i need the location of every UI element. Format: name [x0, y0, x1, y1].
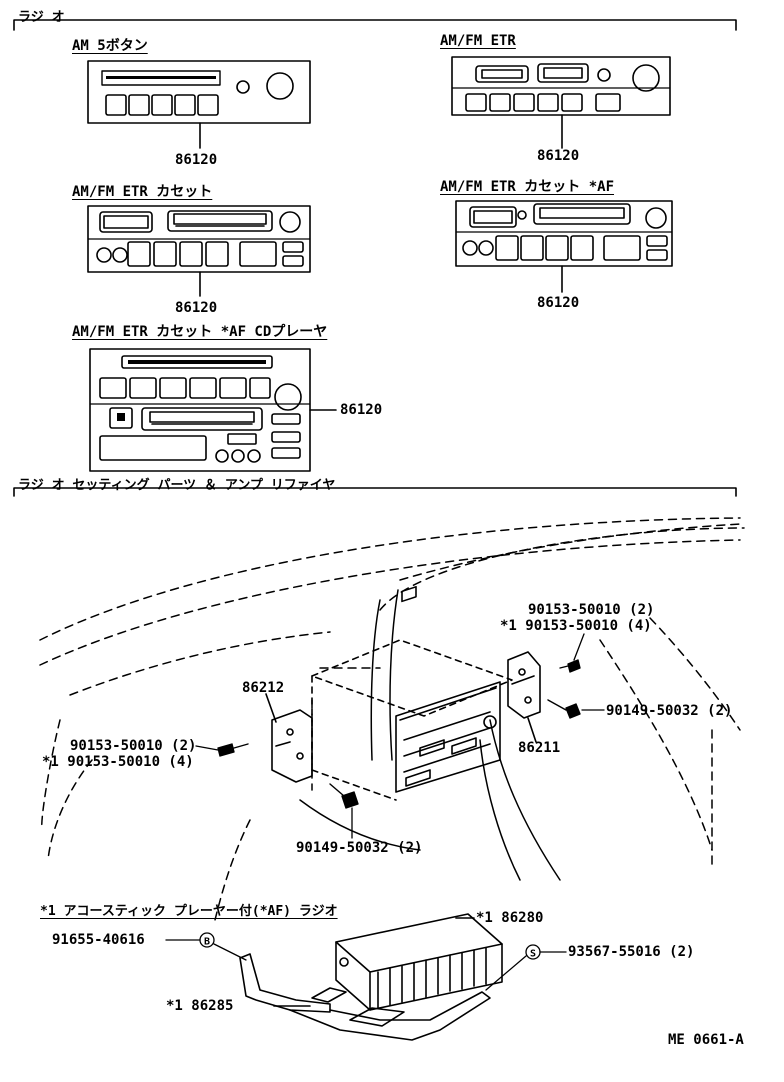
- amp-markers: [165, 932, 567, 991]
- dashboard-outline: [39, 517, 745, 921]
- label-part-s: 93567-55016 (2): [568, 944, 695, 960]
- radio-unit-am-fm-etr: [451, 56, 671, 149]
- unit-title-am-fm-etr-cassette-af: AM/FM ETR カセット *AF: [440, 179, 615, 195]
- radio-unit-am-fm-etr-cassette-af: [455, 200, 673, 293]
- leader-line: [527, 717, 537, 743]
- section-title-setting-parts: ラジ オ セッティング パーツ ＆ アンプ リファイヤ: [18, 478, 336, 493]
- figure-code: ME 0661-A: [668, 1032, 744, 1048]
- label-screw-right-a: 90153-50010 (2): [528, 602, 655, 618]
- label-amp-86280: *1 86280: [476, 910, 544, 926]
- bracket-86211: [507, 651, 541, 743]
- screw-right-top: [559, 659, 581, 673]
- leader-line: [265, 693, 277, 723]
- part-number-unit3: 86120: [175, 300, 218, 316]
- part-number-unit1: 86120: [175, 152, 218, 168]
- section-frame-radio: [13, 19, 737, 31]
- label-screw-right-b: *1 90153-50010 (4): [500, 618, 652, 634]
- setting-leaders: [195, 633, 605, 839]
- unit-title-cd-player: AM/FM ETR カセット *AF CDプレーヤ: [72, 324, 328, 340]
- radio-unit-am-5button: [87, 60, 311, 149]
- part-number-unit4: 86120: [537, 295, 580, 311]
- head-unit-assembly: [311, 585, 513, 801]
- label-bolt-bottom: 90149-50032 (2): [296, 840, 423, 856]
- label-part-b: 91655-40616: [52, 932, 145, 948]
- amplifier-bracket-86285: [239, 953, 491, 1041]
- radio-unit-am-fm-etr-cassette: [87, 205, 311, 297]
- screw-left: [217, 743, 249, 757]
- amp-section-title: *1 アコースティック プレーヤー付(*AF) ラジオ: [40, 904, 338, 919]
- label-screw-left-b: *1 90153-50010 (4): [42, 754, 194, 770]
- marker-b: B: [204, 937, 210, 948]
- bolt-bottom: [329, 783, 359, 809]
- unit-title-am-fm-etr: AM/FM ETR: [440, 33, 516, 49]
- bracket-86212: [265, 693, 313, 783]
- section-title-radio: ラジ オ: [18, 10, 65, 25]
- amplifier-86280: [335, 913, 503, 1011]
- bolt-right: [547, 699, 581, 719]
- label-amp-bracket-86285: *1 86285: [166, 998, 234, 1014]
- label-bracket-86212: 86212: [242, 680, 285, 696]
- label-bolt-right: 90149-50032 (2): [606, 703, 733, 719]
- label-bracket-86211: 86211: [518, 740, 561, 756]
- part-number-unit5: 86120: [340, 402, 383, 418]
- part-number-unit2: 86120: [537, 148, 580, 164]
- unit-title-am-fm-etr-cassette: AM/FM ETR カセット: [72, 184, 213, 200]
- section-frame-setting: [13, 487, 737, 497]
- console-outline: [299, 589, 561, 881]
- unit-title-am-5button: AM 5ボタン: [72, 38, 148, 54]
- label-screw-left-a: 90153-50010 (2): [70, 738, 197, 754]
- marker-s: S: [530, 949, 536, 960]
- radio-unit-cd-player: [89, 348, 337, 472]
